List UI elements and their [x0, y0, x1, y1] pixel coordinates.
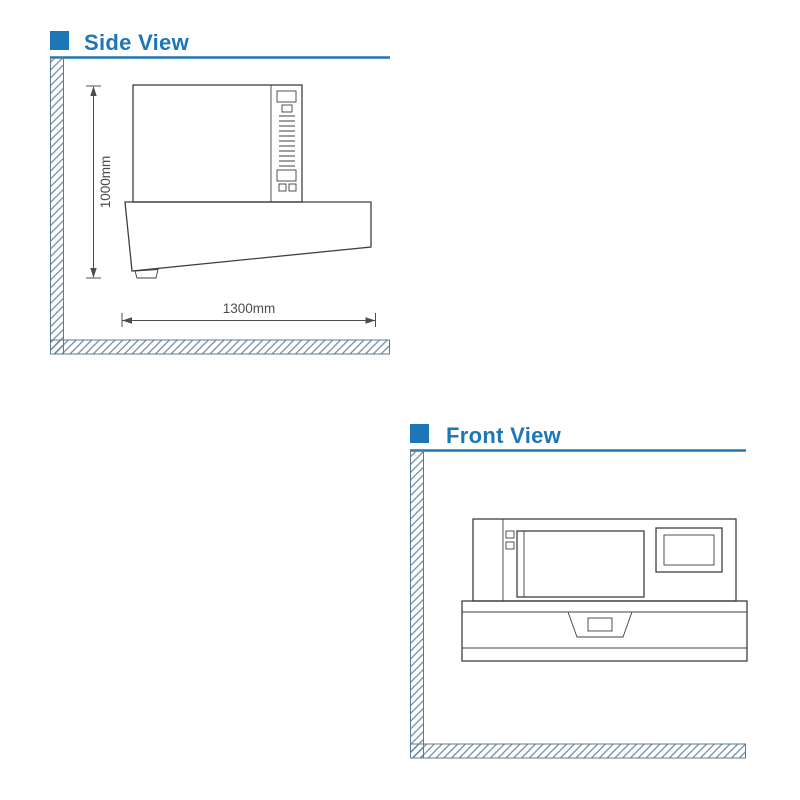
- dimension-arrow-down-icon: [90, 268, 97, 278]
- front-panel-latch-bottom: [505, 541, 515, 550]
- side-view-wall-hatch: [50, 57, 64, 355]
- machine-front-display-screen: [663, 534, 715, 566]
- side-view-section: [50, 56, 390, 355]
- machine-front-display-outer: [655, 527, 723, 573]
- front-view-floor-hatch: [410, 743, 746, 759]
- base-handle-grip: [587, 617, 613, 632]
- dimension-arrow-up-icon: [90, 86, 97, 96]
- connector-foot-left: [278, 183, 287, 192]
- height-dimension-label: 1000mm: [98, 155, 113, 209]
- machine-side-foot: [134, 269, 159, 279]
- connector-small-box: [281, 104, 293, 113]
- dimension-arrow-right-icon: [365, 317, 376, 324]
- front-panel-latch-top: [505, 530, 515, 539]
- machine-side-body: [132, 84, 303, 203]
- connector-foot-right: [288, 183, 297, 192]
- side-view-floor-hatch: [50, 339, 390, 355]
- machine-side-base: [124, 201, 372, 272]
- dimension-arrow-left-icon: [122, 317, 132, 324]
- base-handle-recess: [567, 611, 633, 638]
- front-view-marker-icon: [410, 424, 429, 443]
- connector-rail-ticks: [279, 115, 295, 167]
- machine-side-view: [124, 84, 372, 279]
- machine-front-view: [461, 518, 748, 662]
- width-dimension-label: 1300mm: [222, 301, 276, 316]
- connector-top-box: [276, 90, 297, 103]
- width-dimension: [121, 313, 376, 327]
- front-view-section: [410, 449, 748, 759]
- height-dimension: [86, 85, 101, 279]
- connector-bottom-box: [276, 169, 297, 182]
- machine-side-connector-detail: [276, 90, 297, 192]
- front-view-wall-hatch: [410, 450, 424, 759]
- machine-front-window: [516, 530, 645, 598]
- side-view-title: Side View: [84, 30, 190, 55]
- front-view-title: Front View: [446, 423, 562, 448]
- machine-front-base: [461, 600, 748, 662]
- side-view-marker-icon: [50, 31, 69, 50]
